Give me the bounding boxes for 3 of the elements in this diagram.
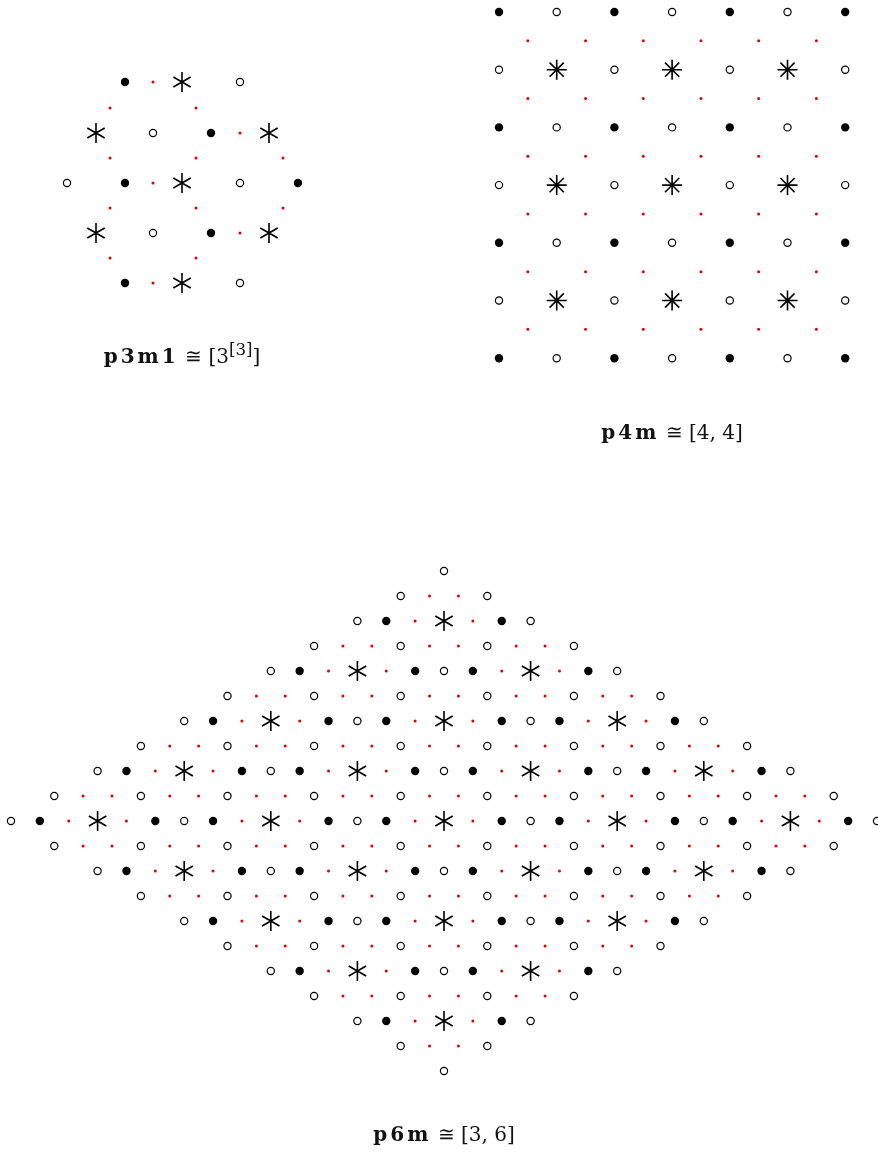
group-notation-caption: p6m ≅ [3, 6] xyxy=(373,1122,515,1146)
group-notation-caption: p4m ≅ [4, 4] xyxy=(601,420,743,444)
group-notation-caption: p3m1 ≅ [3$^{[3]}$] xyxy=(103,340,261,368)
